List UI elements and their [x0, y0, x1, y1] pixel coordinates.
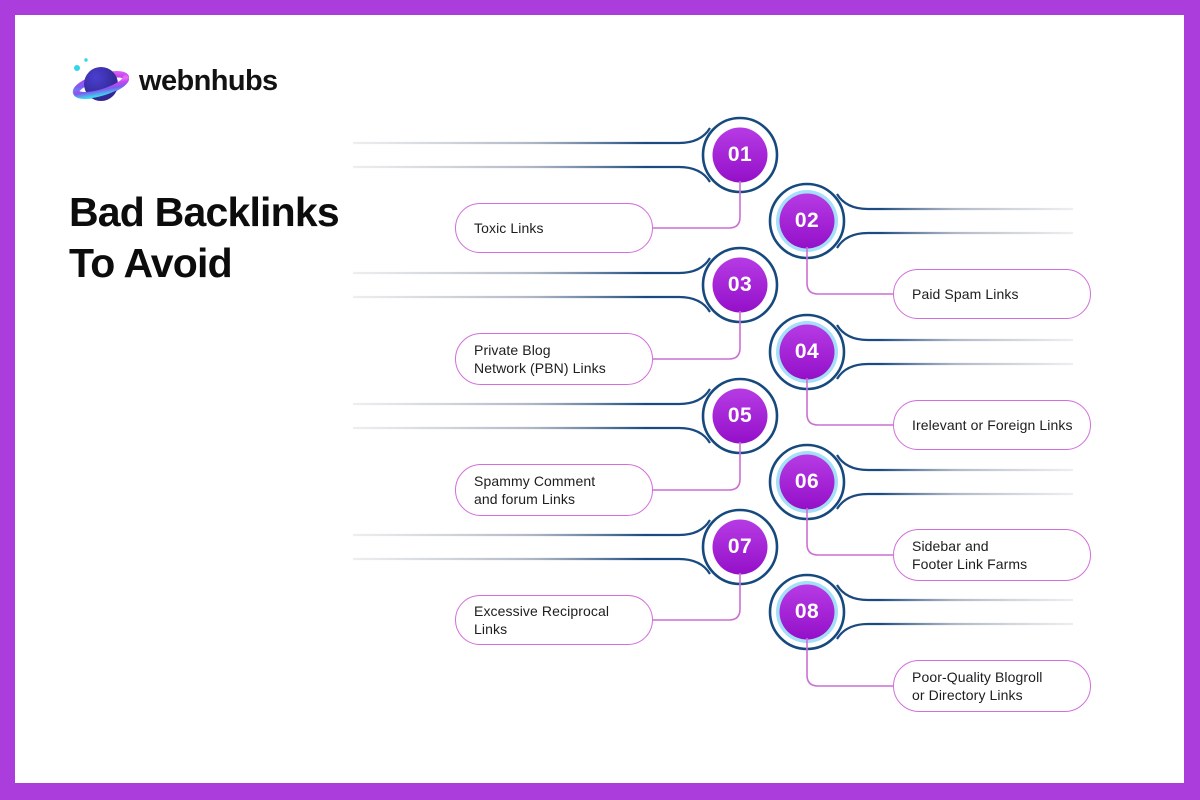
node-number-07: 07 [727, 535, 753, 558]
label-pill-excessive-reciprocal-links: Excessive Reciprocal Links [455, 595, 653, 645]
node-halos [776, 190, 838, 643]
label-pill-pbn-links: Private Blog Network (PBN) Links [455, 333, 653, 385]
label-pill-irrelevant-foreign-links: Irelevant or Foreign Links [893, 400, 1091, 450]
connector-lines [653, 181, 893, 687]
label-pill-poor-quality-blogroll-links: Poor-Quality Blogroll or Directory Links [893, 660, 1091, 712]
label-text: Private Blog Network (PBN) Links [474, 341, 606, 376]
infographic-card: webnhubs Bad Backlinks To Avoid [15, 15, 1184, 783]
label-text: Sidebar and Footer Link Farms [912, 537, 1028, 572]
node-number-08: 08 [794, 600, 820, 623]
node-number-05: 05 [727, 404, 753, 427]
label-pill-spammy-comment-links: Spammy Comment and forum Links [455, 464, 653, 516]
label-text: Toxic Links [474, 219, 544, 236]
label-pill-paid-spam-links: Paid Spam Links [893, 269, 1091, 319]
node-number-01: 01 [727, 143, 753, 166]
label-text: Irelevant or Foreign Links [912, 416, 1073, 433]
page-title-line2: To Avoid [69, 239, 233, 286]
label-text: Poor-Quality Blogroll or Directory Links [912, 668, 1043, 703]
planet-with-ring-icon [72, 58, 129, 101]
label-pill-sidebar-footer-link-farms: Sidebar and Footer Link Farms [893, 529, 1091, 581]
label-text: Spammy Comment and forum Links [474, 472, 596, 507]
label-text: Excessive Reciprocal Links [474, 602, 610, 637]
node-number-06: 06 [794, 470, 820, 493]
page-title-line1: Bad Backlinks [69, 189, 340, 235]
node-number-02: 02 [794, 209, 820, 232]
label-text: Paid Spam Links [912, 285, 1019, 302]
node-number-04: 04 [794, 340, 820, 363]
node-number-03: 03 [727, 273, 753, 296]
page-title: Bad Backlinks To Avoid [69, 187, 340, 289]
label-pill-toxic-links: Toxic Links [455, 203, 653, 253]
brand-wordmark: webnhubs [139, 64, 278, 97]
brand-logo: webnhubs [67, 51, 278, 111]
